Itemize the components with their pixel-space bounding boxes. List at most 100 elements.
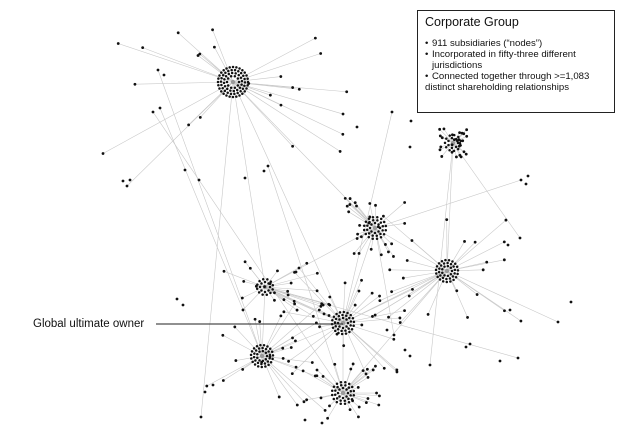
node — [446, 261, 449, 265]
node — [217, 77, 220, 80]
node — [485, 260, 489, 264]
info-title: Corporate Group — [425, 15, 519, 29]
node — [384, 229, 388, 232]
info-bullet-continuation: distinct shareholding relationships — [425, 82, 569, 93]
node — [196, 54, 200, 57]
node — [266, 164, 270, 168]
node — [395, 368, 399, 372]
node — [438, 148, 442, 152]
node — [241, 308, 245, 312]
node — [330, 389, 334, 392]
node — [462, 150, 466, 154]
edge — [267, 165, 344, 394]
node — [290, 372, 294, 376]
node — [211, 383, 215, 387]
node — [337, 314, 341, 318]
node — [331, 326, 335, 330]
node — [456, 272, 459, 276]
edge — [446, 241, 476, 272]
node — [401, 276, 405, 280]
node — [267, 350, 270, 353]
node — [227, 72, 231, 76]
edge — [197, 55, 234, 83]
edge — [342, 290, 360, 324]
node — [438, 267, 441, 270]
node — [355, 204, 358, 208]
node — [262, 169, 266, 173]
node — [271, 354, 275, 357]
node — [233, 92, 236, 96]
edge — [374, 205, 376, 229]
node — [101, 152, 105, 155]
node — [225, 94, 228, 97]
node — [445, 137, 448, 140]
node — [361, 369, 365, 373]
node — [392, 337, 396, 341]
node — [223, 78, 226, 81]
node — [344, 384, 347, 387]
info-list: 911 subsidiaries (“nodes”) Incorporated … — [425, 38, 608, 93]
node — [360, 278, 363, 282]
edge — [374, 270, 448, 316]
edge — [264, 286, 321, 307]
node — [465, 134, 469, 138]
edge — [446, 270, 559, 323]
node — [450, 269, 454, 273]
node — [438, 278, 442, 281]
edge — [319, 309, 344, 324]
node — [382, 214, 385, 218]
node — [508, 308, 512, 312]
edge — [452, 132, 463, 144]
node — [339, 402, 342, 406]
node — [226, 91, 229, 95]
node — [458, 141, 462, 145]
node — [234, 359, 238, 362]
node — [526, 174, 530, 178]
edge — [342, 270, 448, 324]
node — [240, 83, 243, 86]
node — [277, 395, 281, 399]
node — [273, 298, 276, 302]
node — [524, 182, 528, 186]
node — [451, 133, 454, 137]
node — [327, 314, 331, 317]
node — [356, 232, 360, 236]
node — [343, 196, 347, 200]
node — [339, 399, 342, 402]
node — [362, 224, 366, 227]
node — [367, 221, 371, 225]
node — [332, 385, 336, 389]
node — [311, 314, 315, 318]
node — [446, 264, 450, 268]
edge — [232, 81, 271, 96]
node — [256, 361, 260, 365]
node — [426, 312, 430, 316]
node — [222, 81, 226, 85]
node — [263, 290, 267, 294]
node — [253, 352, 256, 355]
node — [376, 219, 379, 222]
node — [255, 287, 259, 291]
node — [370, 230, 373, 233]
node — [375, 234, 379, 238]
node — [408, 145, 412, 149]
node — [379, 217, 383, 221]
node — [234, 72, 237, 75]
hub-core — [340, 320, 346, 326]
node — [450, 143, 454, 147]
node — [368, 226, 372, 230]
node — [338, 311, 342, 314]
node — [281, 346, 285, 350]
node — [456, 139, 459, 143]
node — [326, 416, 330, 420]
node — [268, 347, 272, 350]
node — [249, 353, 253, 357]
edge — [254, 319, 263, 357]
edge — [264, 286, 314, 317]
info-bullet-relationships: Connected together through >=1,083 — [425, 71, 608, 82]
edge — [232, 81, 341, 152]
node — [320, 421, 324, 425]
node — [375, 391, 378, 395]
node — [450, 150, 454, 154]
edge — [232, 81, 344, 324]
